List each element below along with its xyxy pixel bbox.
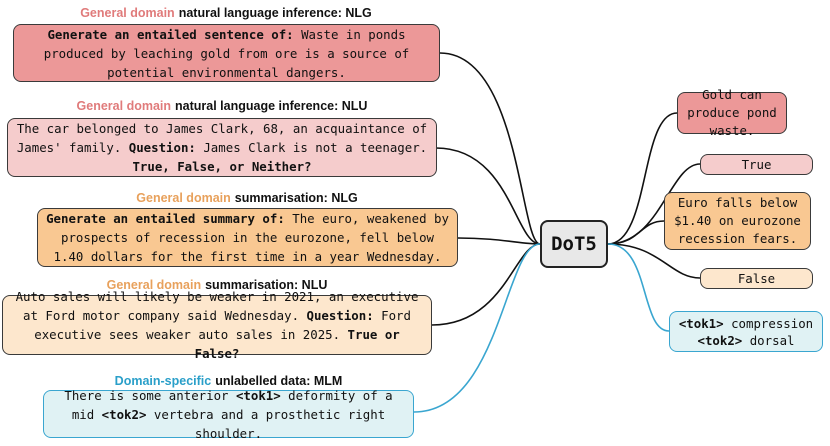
title-task: natural language inference: NLG [178, 6, 372, 20]
title-task: summarisation: NLG [234, 191, 358, 205]
connector-nlg-nli [439, 52, 541, 245]
title-domain: General domain [136, 191, 231, 205]
connector-nlg-sum [457, 237, 541, 245]
input-sum-nlu-box: Auto sales will likely be weaker in 2021… [2, 289, 432, 361]
input-mlm-box: There is some anterior <tok1> deformity … [43, 387, 414, 441]
output-text: False [737, 271, 776, 286]
input-nli-nlg-box: Generate an entailed sentence of: Waste … [13, 24, 440, 82]
output-word: compression [723, 315, 814, 331]
output-sum-nlu-box: False [700, 268, 813, 289]
title-task: unlabelled data: MLM [215, 374, 343, 388]
answer-options: True, False, or Neither? [132, 159, 312, 174]
output-nli-nlg-box: Gold can produce pond waste. [677, 87, 787, 138]
question-label: Question: [306, 308, 374, 323]
model-node: DoT5 [540, 220, 608, 268]
question-label: Question: [128, 140, 196, 155]
output-text: Euro falls below $1.40 on eurozone reces… [674, 195, 801, 246]
output-sum-nlg-box: Euro falls below $1.40 on eurozone reces… [664, 192, 811, 250]
connector-out-1 [607, 112, 678, 245]
connector-out-5 [607, 243, 670, 332]
title-task: summarisation: NLU [205, 278, 328, 292]
prompt-prefix: Generate an entailed sentence of: [47, 26, 294, 42]
answer-options: True or False? [194, 327, 400, 361]
input-sum-nlg-box: Generate an entailed summary of: The eur… [37, 208, 458, 267]
connector-out-4 [607, 243, 701, 279]
connector-mlm [413, 243, 541, 413]
title-domain: General domain [106, 278, 202, 292]
input-text: There is some anterior [64, 387, 236, 403]
input-text: The car belonged to James Clark, 68, an … [16, 121, 428, 155]
title-domain: General domain [76, 99, 172, 113]
output-word: dorsal [742, 332, 795, 348]
prompt-prefix: Generate an entailed summary of: [46, 211, 285, 226]
connector-nlu-nli [435, 147, 541, 245]
output-text: True [741, 157, 772, 172]
mask-token: <tok2> [697, 332, 743, 348]
title-task: natural language inference: NLU [175, 99, 368, 113]
output-nli-nlu-box: True [700, 154, 813, 175]
mask-token: <tok2> [101, 406, 147, 422]
output-mlm-box: <tok1> compression<tok2> dorsal [669, 311, 823, 352]
output-text: Gold can produce pond waste. [687, 87, 777, 138]
question-text: Ford executive sees weaker auto sales in… [34, 308, 411, 342]
question-text: James Clark is not a teenager. [195, 140, 428, 155]
input-text: Auto sales will likely be weaker in 2021… [15, 289, 419, 323]
connector-out-3 [607, 220, 665, 245]
title-domain: General domain [80, 6, 175, 20]
input-text: Waste in ponds produced by leaching gold… [43, 26, 410, 80]
model-label: DoT5 [551, 233, 597, 255]
input-text: The euro, weakened by prospects of reces… [53, 211, 449, 264]
input-text: deformity of a mid [71, 387, 393, 422]
input-nli-nlu-box: The car belonged to James Clark, 68, an … [7, 118, 437, 177]
mask-token: <tok1> [235, 387, 281, 403]
mask-token: <tok1> [678, 315, 724, 331]
input-text: vertebra and a prosthetic right shoulder… [146, 406, 386, 441]
title-domain: Domain-specific [114, 374, 212, 388]
